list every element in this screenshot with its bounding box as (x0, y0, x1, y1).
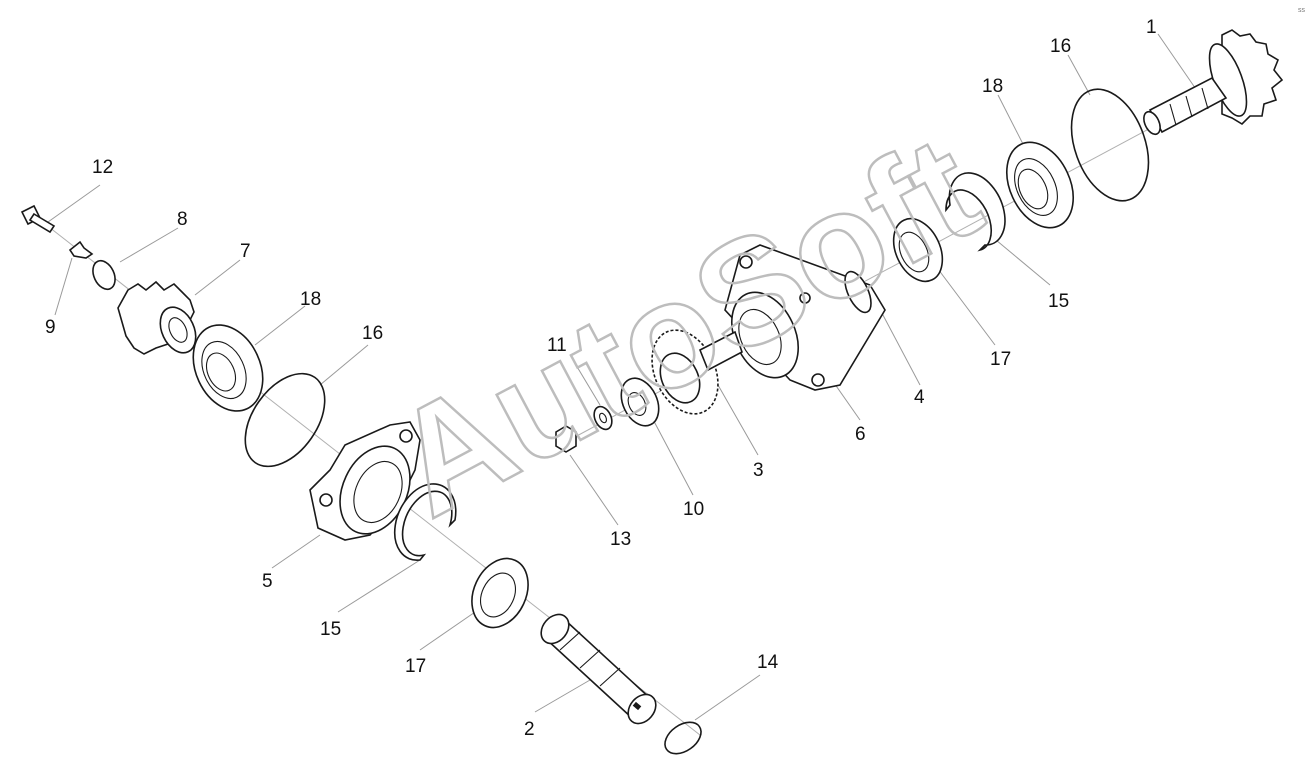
part-8-washer (92, 259, 116, 291)
label-part-9: 9 (45, 317, 56, 338)
label-part-17-bottom: 17 (405, 656, 426, 677)
label-part-14: 14 (757, 652, 779, 673)
part-2-splined-shaft (540, 613, 657, 725)
label-part-18-left: 18 (300, 289, 321, 310)
part-15-circlip-bottom (393, 483, 457, 561)
corner-mark: ss (1298, 7, 1306, 14)
part-18-bearing-top (1006, 141, 1074, 229)
part-17-bearing-bottom (471, 557, 529, 629)
label-part-7: 7 (240, 241, 251, 262)
label-part-18-top: 18 (982, 76, 1003, 97)
label-part-8: 8 (177, 209, 188, 230)
part-10-collar (620, 377, 660, 427)
part-14-snap-ring (664, 721, 702, 755)
part-4-washer (844, 270, 872, 314)
label-part-10: 10 (683, 499, 704, 520)
part-16-o-ring-top (1070, 88, 1150, 202)
label-part-4: 4 (914, 387, 925, 408)
label-part-12: 12 (92, 157, 113, 178)
label-part-16-top: 16 (1050, 36, 1071, 57)
label-part-16-left: 16 (362, 323, 383, 344)
label-part-13: 13 (610, 529, 631, 550)
part-1-bevel-pinion-shaft (1143, 29, 1284, 136)
part-labels: 1 16 18 15 17 4 6 3 10 11 13 12 8 7 9 18… (45, 17, 1157, 740)
part-5-flanged-housing (309, 421, 421, 541)
part-18-bearing-left (192, 324, 264, 412)
part-17-bearing-top (892, 217, 944, 283)
label-part-6: 6 (855, 424, 866, 445)
part-3-spur-gear (651, 329, 743, 415)
leader-lines (47, 33, 1201, 721)
part-11-lock-washer (593, 405, 613, 431)
label-part-2: 2 (524, 719, 535, 740)
label-part-15-top: 15 (1048, 291, 1069, 312)
part-9-tab-washer (68, 240, 94, 259)
part-12-bolt (20, 204, 56, 234)
part-13-nut (555, 425, 577, 453)
label-part-1: 1 (1146, 17, 1157, 38)
part-15-circlip-top (945, 172, 1006, 252)
part-16-o-ring-left (244, 372, 326, 468)
label-part-3: 3 (753, 460, 764, 481)
watermark-text: AutoSoft (366, 103, 1004, 549)
label-part-15-bottom: 15 (320, 619, 341, 640)
label-part-5: 5 (262, 571, 273, 592)
label-part-11: 11 (547, 335, 567, 356)
part-7-bevel-gear (117, 280, 197, 355)
label-part-17-top: 17 (990, 349, 1011, 370)
